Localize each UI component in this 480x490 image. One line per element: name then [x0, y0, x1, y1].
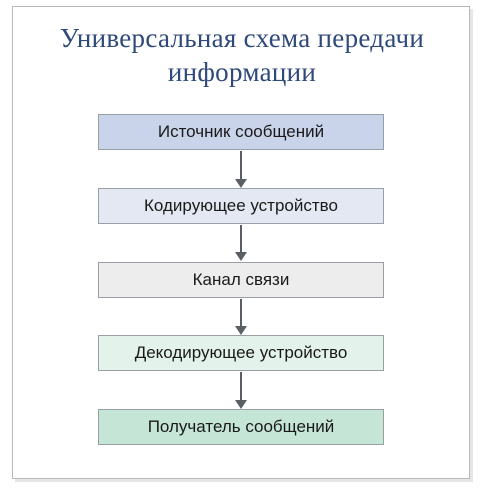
arrowhead-source-to-encoder: [235, 179, 247, 188]
title-line-1: Универсальная схема передачи: [59, 23, 425, 53]
arrowhead-decoder-to-receiver: [235, 400, 247, 409]
node-source: Источник сообщений: [98, 114, 384, 150]
node-decoder: Декодирующее устройство: [98, 335, 384, 371]
arrowhead-channel-to-decoder: [235, 326, 247, 335]
node-source-label: Источник сообщений: [157, 122, 325, 141]
node-decoder-label: Декодирующее устройство: [134, 343, 348, 362]
arrow-encoder-to-channel: [240, 225, 242, 252]
diagram-frame: Универсальная схема передачи информации …: [12, 6, 470, 479]
arrow-channel-to-decoder: [240, 299, 242, 326]
title-line-2: информации: [167, 57, 317, 87]
arrowhead-encoder-to-channel: [235, 252, 247, 261]
diagram-title: Универсальная схема передачи информации: [13, 21, 471, 89]
arrow-source-to-encoder: [240, 151, 242, 179]
node-receiver: Получатель сообщений: [98, 409, 384, 445]
node-channel-label: Канал связи: [192, 270, 290, 289]
node-receiver-label: Получатель сообщений: [147, 417, 335, 436]
arrow-decoder-to-receiver: [240, 372, 242, 400]
node-encoder: Кодирующее устройство: [98, 188, 384, 224]
node-channel: Канал связи: [98, 262, 384, 298]
node-encoder-label: Кодирующее устройство: [144, 196, 338, 215]
